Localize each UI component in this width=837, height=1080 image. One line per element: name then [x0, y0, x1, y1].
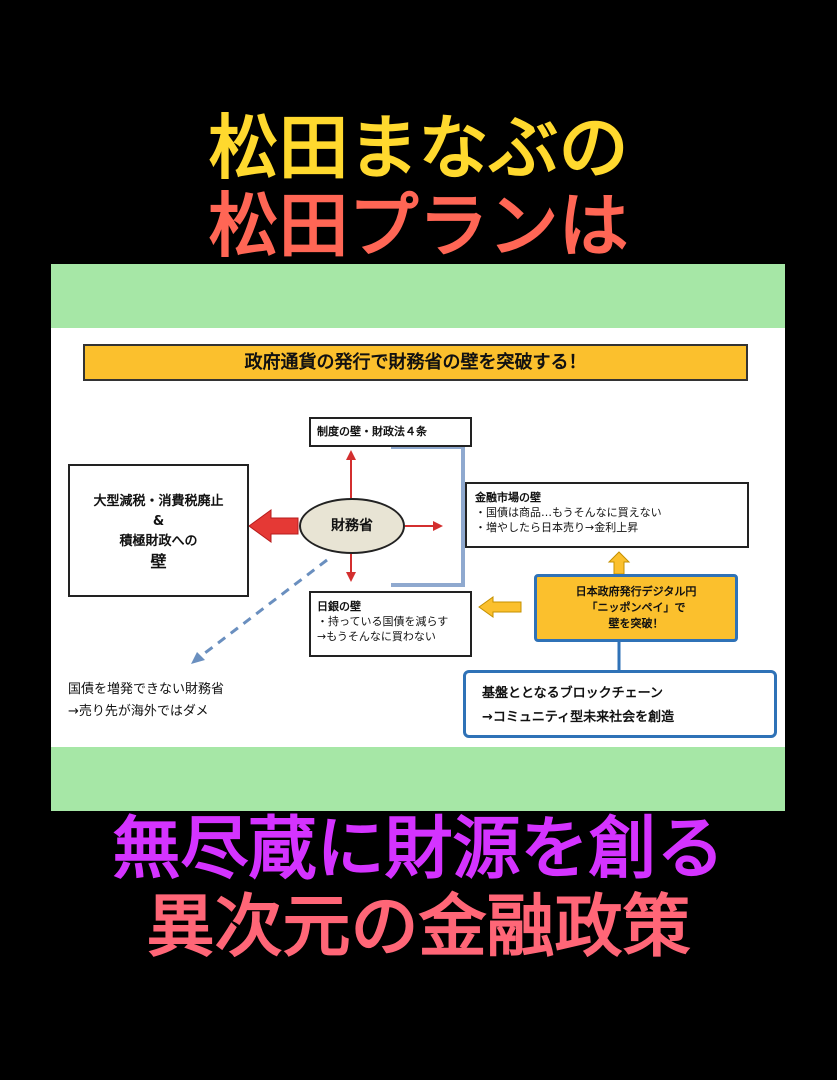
- blockchain-line-2: →コミュニティ型未来社会を創造: [482, 710, 675, 725]
- tax-cut-line-1: 大型減税・消費税廃止: [93, 494, 224, 509]
- boj-title: 日銀の壁: [317, 600, 361, 613]
- boj-line-2: →もうそんなに買わない: [317, 630, 436, 643]
- ministry-of-finance-node: 財務省: [299, 498, 405, 554]
- arrow-down-head: [346, 572, 356, 582]
- yellow-arrow-left: [478, 596, 522, 618]
- headline-line-4: 異次元の金融政策: [146, 888, 691, 967]
- headline-line-1: 松田まなぶの: [208, 107, 629, 189]
- diagram-banner: 政府通貨の発行で財務省の壁を突破する！: [83, 344, 748, 381]
- tax-cut-line-3: 積極財政への: [119, 534, 198, 549]
- dashed-arrow: [200, 558, 328, 658]
- arrow-up-head: [346, 450, 356, 460]
- digital-yen-box: 日本政府発行デジタル円 「ニッポンペイ」で 壁を突破！: [534, 574, 738, 642]
- digital-yen-line-3: 壁を突破！: [608, 617, 664, 630]
- bond-note-line-1: 国債を増発できない財務省: [68, 682, 225, 697]
- diagram-connectors: [191, 445, 631, 670]
- boj-wall-box: 日銀の壁 ・持っている国債を減らす →もうそんなに買わない: [309, 591, 472, 657]
- top-green-band: [51, 264, 785, 328]
- seido-wall-box: 制度の壁・財政法４条: [309, 417, 472, 447]
- bond-note-line-2: →売り先が海外ではダメ: [68, 704, 209, 719]
- financial-market-wall-box: 金融市場の壁 ・国債は商品…もうそんなに買えない ・増やしたら日本売り→金利上昇: [465, 482, 749, 548]
- bond-note: 国債を増発できない財務省 →売り先が海外ではダメ: [68, 679, 224, 723]
- blockchain-box: 基盤ととなるブロックチェーン →コミュニティ型未来社会を創造: [463, 670, 777, 738]
- financial-market-title: 金融市場の壁: [475, 491, 541, 504]
- yellow-arrow-up: [607, 551, 631, 575]
- arrow-right-head: [433, 521, 443, 531]
- digital-yen-line-2: 「ニッポンペイ」で: [586, 601, 686, 614]
- boj-line-1: ・持っている国債を減らす: [317, 615, 449, 628]
- dashed-arrow-head: [191, 652, 205, 664]
- tax-cut-wall-box: 大型減税・消費税廃止 & 積極財政への 壁: [68, 464, 249, 597]
- wall-bracket: [391, 445, 465, 587]
- blockchain-line-1: 基盤ととなるブロックチェーン: [482, 686, 663, 701]
- big-red-arrow: [248, 509, 299, 543]
- tax-cut-line-2: &: [152, 514, 165, 529]
- financial-market-line-2: ・増やしたら日本売り→金利上昇: [475, 521, 639, 534]
- headline-line-2: 松田プランは: [208, 185, 629, 267]
- digital-yen-line-1: 日本政府発行デジタル円: [575, 585, 697, 598]
- bottom-green-band: [51, 747, 785, 811]
- diagram-card: 政府通貨の発行で財務省の壁を突破する！ 制度の壁・財政法４条 大型減税・消費税廃…: [51, 264, 785, 811]
- tax-cut-line-4: 壁: [150, 552, 167, 571]
- financial-market-line-1: ・国債は商品…もうそんなに買えない: [475, 506, 662, 519]
- headline-line-3: 無尽蔵に財源を創る: [112, 810, 725, 889]
